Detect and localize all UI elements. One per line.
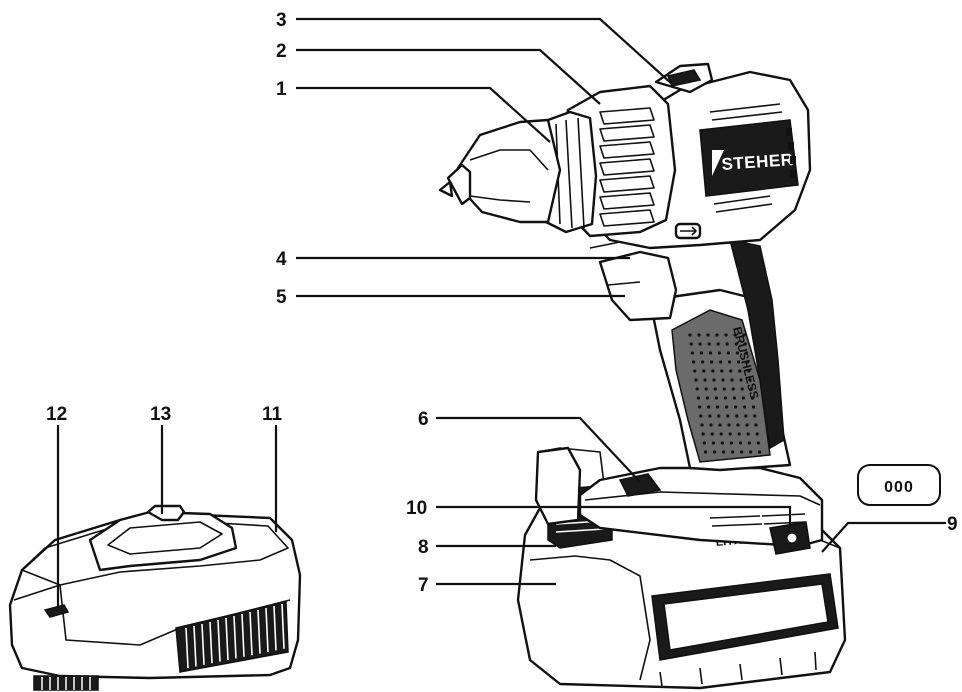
callout-2: 2 <box>276 41 287 62</box>
callout-11: 11 <box>262 404 283 425</box>
callout-5: 5 <box>276 287 287 308</box>
callout-4: 4 <box>276 249 287 270</box>
charger-side-vent <box>175 601 289 673</box>
callout-13: 13 <box>150 404 171 425</box>
brand-plate: STEHER <box>699 119 799 197</box>
callout-9: 9 <box>947 514 958 535</box>
callout-6: 6 <box>418 409 429 430</box>
callout-lines <box>56 17 946 606</box>
callout-1: 1 <box>276 79 287 100</box>
callout-3: 3 <box>276 10 287 31</box>
callout-numbers: 3 2 1 4 5 6 10 8 7 9 12 13 11 <box>46 10 958 596</box>
callout-10: 10 <box>406 498 427 519</box>
drill: BRUSHLESS STEHER <box>438 62 824 555</box>
callout-8: 8 <box>418 537 429 558</box>
charger-front-vent <box>33 675 99 691</box>
callout-7: 7 <box>418 575 429 596</box>
charge-indicator-text: 000 <box>884 479 914 496</box>
battery: LITHIUM <box>516 446 847 690</box>
brand-logo: STEHER <box>721 150 794 174</box>
callout-12: 12 <box>46 404 67 425</box>
charger <box>8 504 302 691</box>
charge-indicator-badge: 000 <box>857 464 941 506</box>
battery-side-panel <box>651 573 839 661</box>
